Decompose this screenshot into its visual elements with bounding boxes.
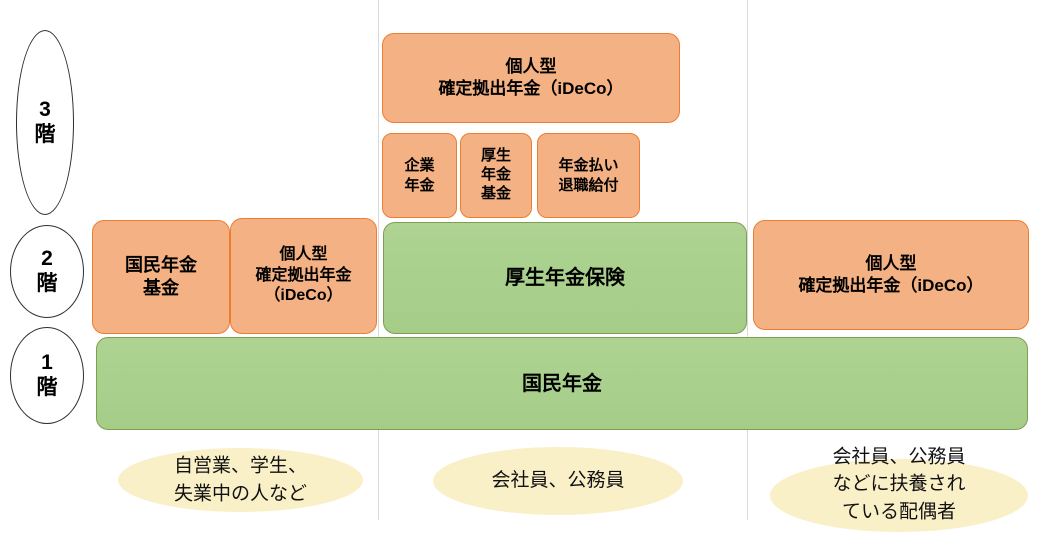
column-divider-right	[747, 0, 748, 520]
tier2-employees-pension-insurance-box: 厚生年金保険	[383, 222, 747, 334]
tier1-national-pension-box: 国民年金	[96, 337, 1028, 430]
tier3-ideco-box: 個人型 確定拠出年金（iDeCo）	[382, 33, 680, 123]
tier3-corporate-pension-box: 企業 年金	[382, 133, 457, 218]
audience-company-employees: 会社員、公務員	[433, 447, 683, 515]
audience-self-employed: 自営業、学生、 失業中の人など	[118, 448, 363, 512]
tier2-ideco-right-box: 個人型 確定拠出年金（iDeCo）	[753, 220, 1029, 330]
tier2-ideco-left-box: 個人型 確定拠出年金 （iDeCo）	[230, 218, 377, 334]
audience-dependent-spouse: 会社員、公務員 などに扶養され ている配偶者	[770, 446, 1028, 532]
tier3-retirement-benefit-box: 年金払い 退職給付	[537, 133, 640, 218]
floor-2-label: 2 階	[10, 225, 84, 318]
floor-3-label: 3 階	[16, 30, 74, 215]
audience-oval-shape	[118, 448, 363, 512]
audience-self-employed-label: 自営業、学生、 失業中の人など	[173, 455, 307, 504]
tier2-national-pension-fund-box: 国民年金 基金	[92, 220, 230, 334]
tier3-employees-pension-fund-box: 厚生 年金 基金	[460, 133, 532, 218]
audience-oval-shape	[770, 459, 1028, 532]
audience-oval-shape	[433, 447, 683, 515]
audience-dependent-spouse-label: 会社員、公務員 などに扶養され ている配偶者	[832, 446, 966, 523]
column-divider-left	[378, 0, 379, 520]
audience-company-employees-label: 会社員、公務員	[491, 470, 625, 492]
floor-1-label: 1 階	[10, 327, 84, 424]
